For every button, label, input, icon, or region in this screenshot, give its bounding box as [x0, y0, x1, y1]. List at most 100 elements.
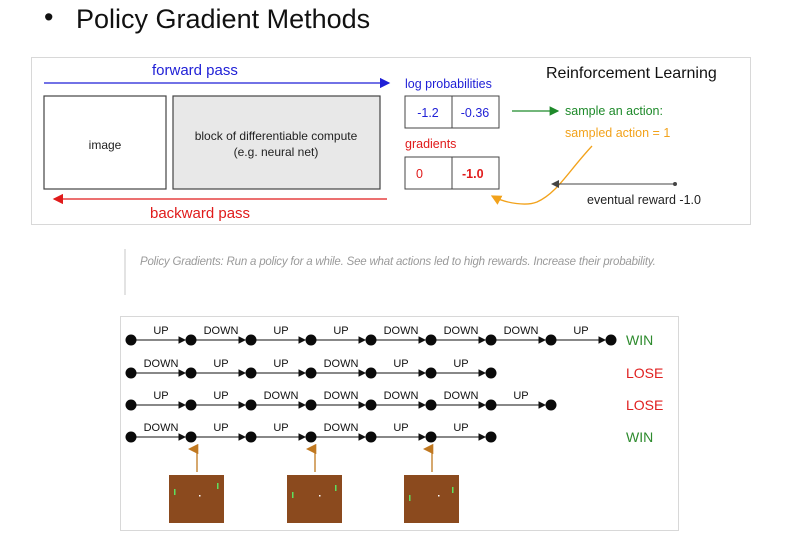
- state-node: [125, 431, 137, 443]
- state-node: [185, 367, 197, 379]
- state-node: [485, 399, 497, 411]
- outcome-label: LOSE: [626, 365, 663, 381]
- rollouts-panel: UP DOWN UP UP DOWN DOWN DOWN UP WIN DOWN UP UP DOWN U…: [120, 316, 679, 531]
- action-label: DOWN: [384, 390, 419, 402]
- compute-label-line2: (e.g. neural net): [234, 145, 319, 159]
- action-label: DOWN: [324, 390, 359, 402]
- action-label: DOWN: [504, 325, 539, 337]
- action-label: DOWN: [204, 325, 239, 337]
- log-probabilities-label: log probabilities: [405, 77, 492, 91]
- rl-diagram-svg: forward pass image block of differentiab…: [43, 62, 717, 222]
- image-label: image: [89, 138, 122, 152]
- gradient-value-0: 0: [416, 167, 423, 181]
- reinforcement-learning-title: Reinforcement Learning: [546, 65, 717, 82]
- pong-frame: [404, 475, 459, 523]
- forward-pass-label: forward pass: [152, 62, 238, 79]
- state-node: [425, 399, 437, 411]
- left-paddle: [292, 492, 294, 498]
- pong-frame: [287, 475, 342, 523]
- state-node: [425, 431, 437, 443]
- sampled-action-curve: [490, 145, 593, 205]
- action-label: DOWN: [144, 422, 179, 434]
- caption-quote-bar: [124, 249, 126, 295]
- title-bullet: •: [44, 2, 54, 32]
- ball: [319, 495, 321, 497]
- rl-diagram-panel: forward pass image block of differentiab…: [31, 57, 751, 225]
- ball: [199, 495, 201, 497]
- left-paddle: [409, 495, 411, 501]
- action-label: UP: [273, 325, 288, 337]
- image-box: [43, 95, 167, 190]
- state-node: [545, 399, 557, 411]
- action-label: UP: [273, 358, 288, 370]
- action-label: UP: [153, 325, 168, 337]
- eventual-reward-label: eventual reward -1.0: [587, 193, 701, 207]
- pong-frame: [169, 475, 224, 523]
- state-node: [185, 399, 197, 411]
- action-label: UP: [333, 325, 348, 337]
- action-label: DOWN: [144, 358, 179, 370]
- action-label: UP: [213, 390, 228, 402]
- state-node: [485, 334, 497, 346]
- slide-title: Policy Gradient Methods: [76, 4, 371, 34]
- state-node: [125, 367, 137, 379]
- action-label: UP: [153, 390, 168, 402]
- state-node: [185, 334, 197, 346]
- action-label: DOWN: [264, 390, 299, 402]
- sample-action-label: sample an action:: [565, 104, 663, 118]
- action-label: UP: [453, 422, 468, 434]
- ball: [438, 495, 440, 497]
- state-node: [245, 399, 257, 411]
- state-node: [365, 431, 377, 443]
- outcome-label: LOSE: [626, 397, 663, 413]
- action-label: UP: [273, 422, 288, 434]
- outcome-label: WIN: [626, 429, 653, 445]
- state-node: [125, 334, 137, 346]
- log-prob-value-0: -1.2: [417, 106, 439, 120]
- right-paddle: [217, 483, 219, 489]
- state-node: [245, 367, 257, 379]
- action-label: UP: [393, 422, 408, 434]
- state-node: [245, 431, 257, 443]
- state-node: [305, 431, 317, 443]
- policy-gradients-caption: Policy Gradients: Run a policy for a whi…: [140, 256, 656, 268]
- gradients-label: gradients: [405, 137, 456, 151]
- action-label: UP: [513, 390, 528, 402]
- state-node: [545, 334, 557, 346]
- right-paddle: [452, 487, 454, 493]
- state-node: [305, 334, 317, 346]
- action-label: DOWN: [324, 358, 359, 370]
- state-node: [365, 399, 377, 411]
- left-paddle: [174, 489, 176, 495]
- right-paddle: [335, 485, 337, 491]
- state-node: [305, 367, 317, 379]
- state-node: [485, 367, 497, 379]
- compute-block: [172, 95, 381, 190]
- action-label: DOWN: [384, 325, 419, 337]
- compute-label-line1: block of differentiable compute: [195, 129, 358, 143]
- action-label: DOWN: [444, 390, 479, 402]
- state-node: [425, 334, 437, 346]
- rollouts-svg: UP DOWN UP UP DOWN DOWN DOWN UP WIN DOWN UP UP DOWN U…: [125, 325, 663, 523]
- backward-pass-label: backward pass: [150, 205, 250, 222]
- state-node: [365, 367, 377, 379]
- state-node: [245, 334, 257, 346]
- state-node: [485, 431, 497, 443]
- state-node: [605, 334, 617, 346]
- gradient-value-1: -1.0: [462, 167, 484, 181]
- outcome-label: WIN: [626, 332, 653, 348]
- state-node: [185, 431, 197, 443]
- state-node: [425, 367, 437, 379]
- log-prob-value-1: -0.36: [461, 106, 490, 120]
- state-node: [305, 399, 317, 411]
- state-node: [125, 399, 137, 411]
- action-label: UP: [213, 358, 228, 370]
- action-label: UP: [393, 358, 408, 370]
- action-label: UP: [453, 358, 468, 370]
- state-node: [365, 334, 377, 346]
- action-label: DOWN: [444, 325, 479, 337]
- action-label: UP: [213, 422, 228, 434]
- action-label: DOWN: [324, 422, 359, 434]
- sampled-action-label: sampled action = 1: [565, 126, 670, 140]
- action-label: UP: [573, 325, 588, 337]
